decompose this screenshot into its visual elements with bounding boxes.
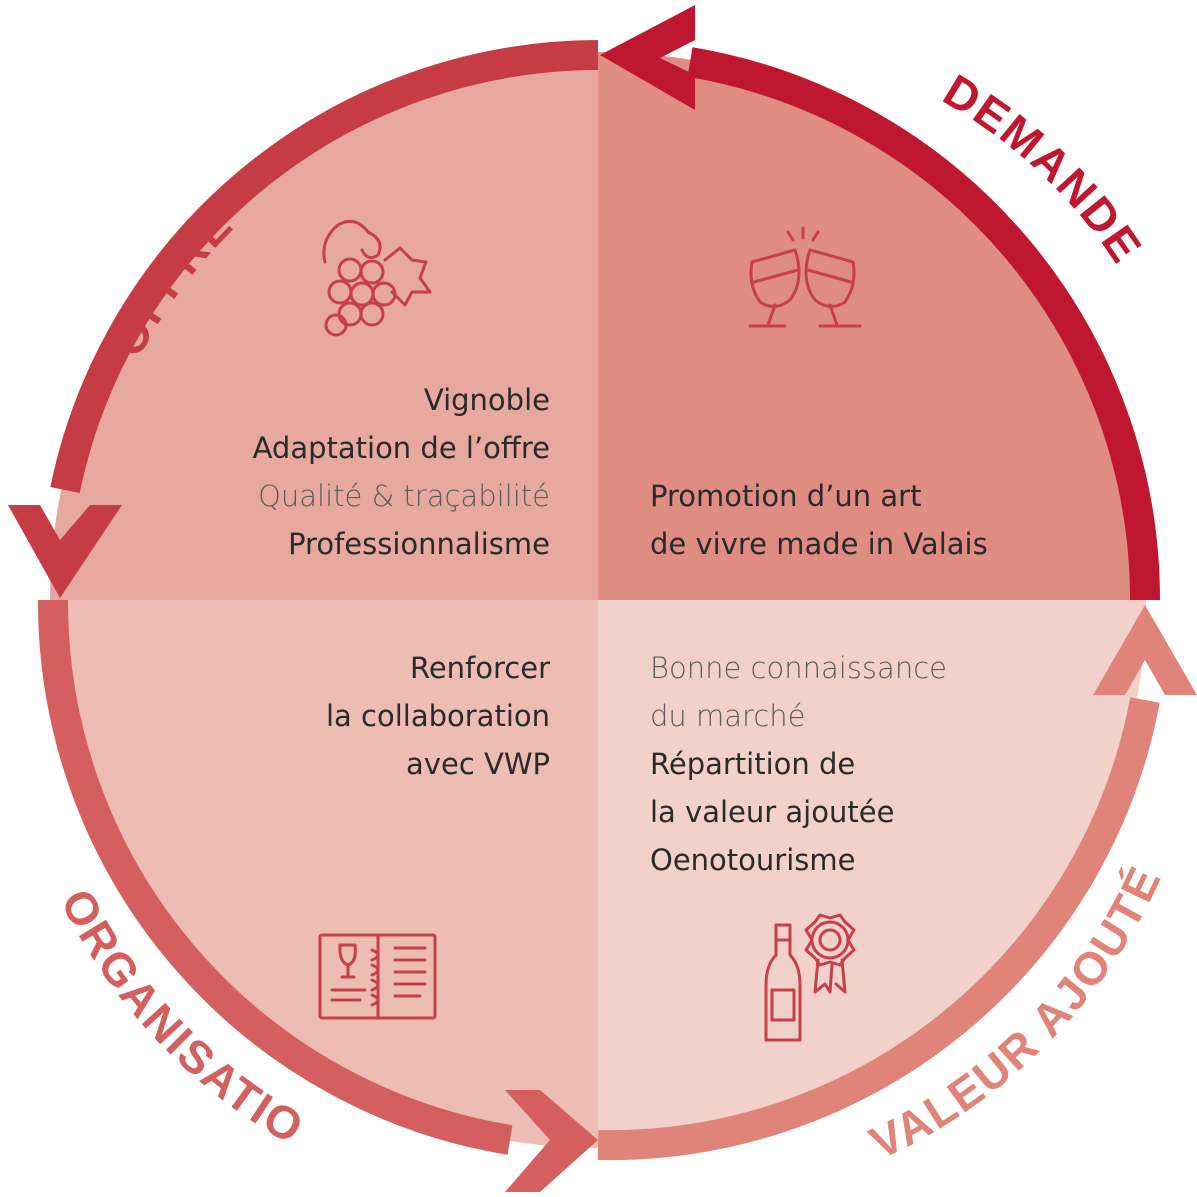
arrow-head-organisation [505, 1090, 598, 1192]
valeur-line-5: Oenotourisme [650, 843, 856, 877]
organisation-line-1: Renforcer [409, 651, 550, 685]
organisation-line-2: la collaboration [325, 699, 550, 733]
text-offre: Vignoble Adaptation de l’offre Qualité &… [253, 376, 550, 568]
arrow-head-offre [8, 505, 122, 598]
offre-line-1: Vignoble [423, 383, 550, 417]
valeur-line-4: la valeur ajoutée [650, 795, 895, 829]
demande-line-2: de vivre made in Valais [650, 527, 988, 561]
valeur-line-2: du marché [650, 699, 806, 733]
ring-arc-organisation [37, 599, 513, 1155]
arrow-head-demande [600, 5, 695, 110]
text-organisation: Renforcer la collaboration avec VWP [326, 644, 550, 788]
quadrant-demande [598, 52, 1146, 600]
ring-arc-valeur [597, 697, 1160, 1161]
quadrant-valeur [598, 600, 1146, 1148]
arrow-head-valeur [1093, 605, 1197, 695]
valeur-line-3: Répartition de [650, 747, 856, 781]
wine-glasses-toast-icon [748, 226, 862, 328]
ring-arc-demande [687, 47, 1161, 601]
grapes-icon [322, 219, 432, 337]
text-valeur: Bonne connaissance du marché Répartition… [650, 644, 947, 884]
demande-line-1: Promotion d’un art [650, 479, 922, 513]
ring-arc-offre [50, 40, 599, 494]
text-demande: Promotion d’un art de vivre made in Vala… [650, 472, 988, 568]
valeur-line-1: Bonne connaissance [650, 651, 947, 685]
wine-list-book-icon [318, 933, 437, 1020]
quadrant-organisation [50, 600, 598, 1148]
quadrant-offre [50, 52, 598, 600]
offre-line-2: Adaptation de l’offre [252, 431, 550, 465]
offre-line-4: Professionnalisme [288, 527, 550, 561]
wine-bottle-award-icon [764, 913, 856, 1042]
offre-line-3: Qualité & traçabilité [258, 479, 550, 513]
organisation-line-3: avec VWP [406, 747, 550, 781]
